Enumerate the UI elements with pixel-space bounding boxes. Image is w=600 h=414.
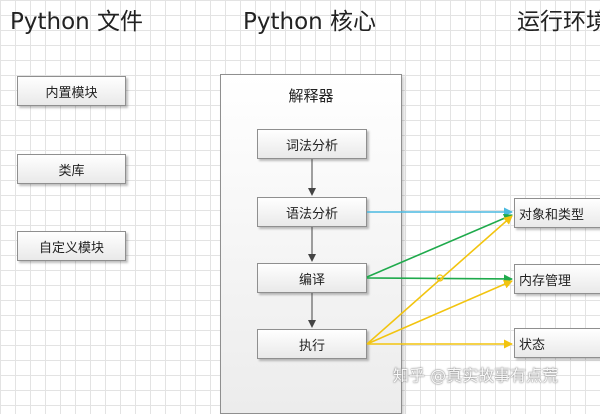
execute-box[interactable]: 执行	[257, 329, 367, 359]
runtime-heading: 运行环境	[517, 9, 600, 35]
watermark: 知乎 @真实故事有点荒	[393, 366, 559, 385]
connector-arrows	[308, 159, 513, 349]
python-core-heading: Python 核心	[243, 9, 377, 35]
arrow-compile-to-memory	[366, 274, 513, 284]
library-box[interactable]: 类库	[17, 154, 126, 184]
python-files-heading: Python 文件	[10, 9, 144, 35]
arrow-execute-to-memory	[366, 280, 513, 345]
interpreter-label: 解释器	[288, 87, 334, 105]
lexical-analysis-box[interactable]: 词法分析	[257, 129, 367, 159]
memory-management-box[interactable]: 内存管理	[514, 264, 600, 294]
arrow-execute-to-objects	[366, 215, 513, 345]
line-crossing-dot	[436, 274, 444, 282]
syntax-analysis-box[interactable]: 语法分析	[257, 197, 367, 227]
objects-types-box[interactable]: 对象和类型	[514, 198, 600, 228]
compile-box[interactable]: 编译	[257, 263, 367, 293]
state-box[interactable]: 状态	[514, 328, 600, 358]
custom-module-box[interactable]: 自定义模块	[17, 231, 126, 261]
arrow-compile-to-objects	[366, 214, 513, 278]
builtin-module-box[interactable]: 内置模块	[17, 76, 126, 106]
